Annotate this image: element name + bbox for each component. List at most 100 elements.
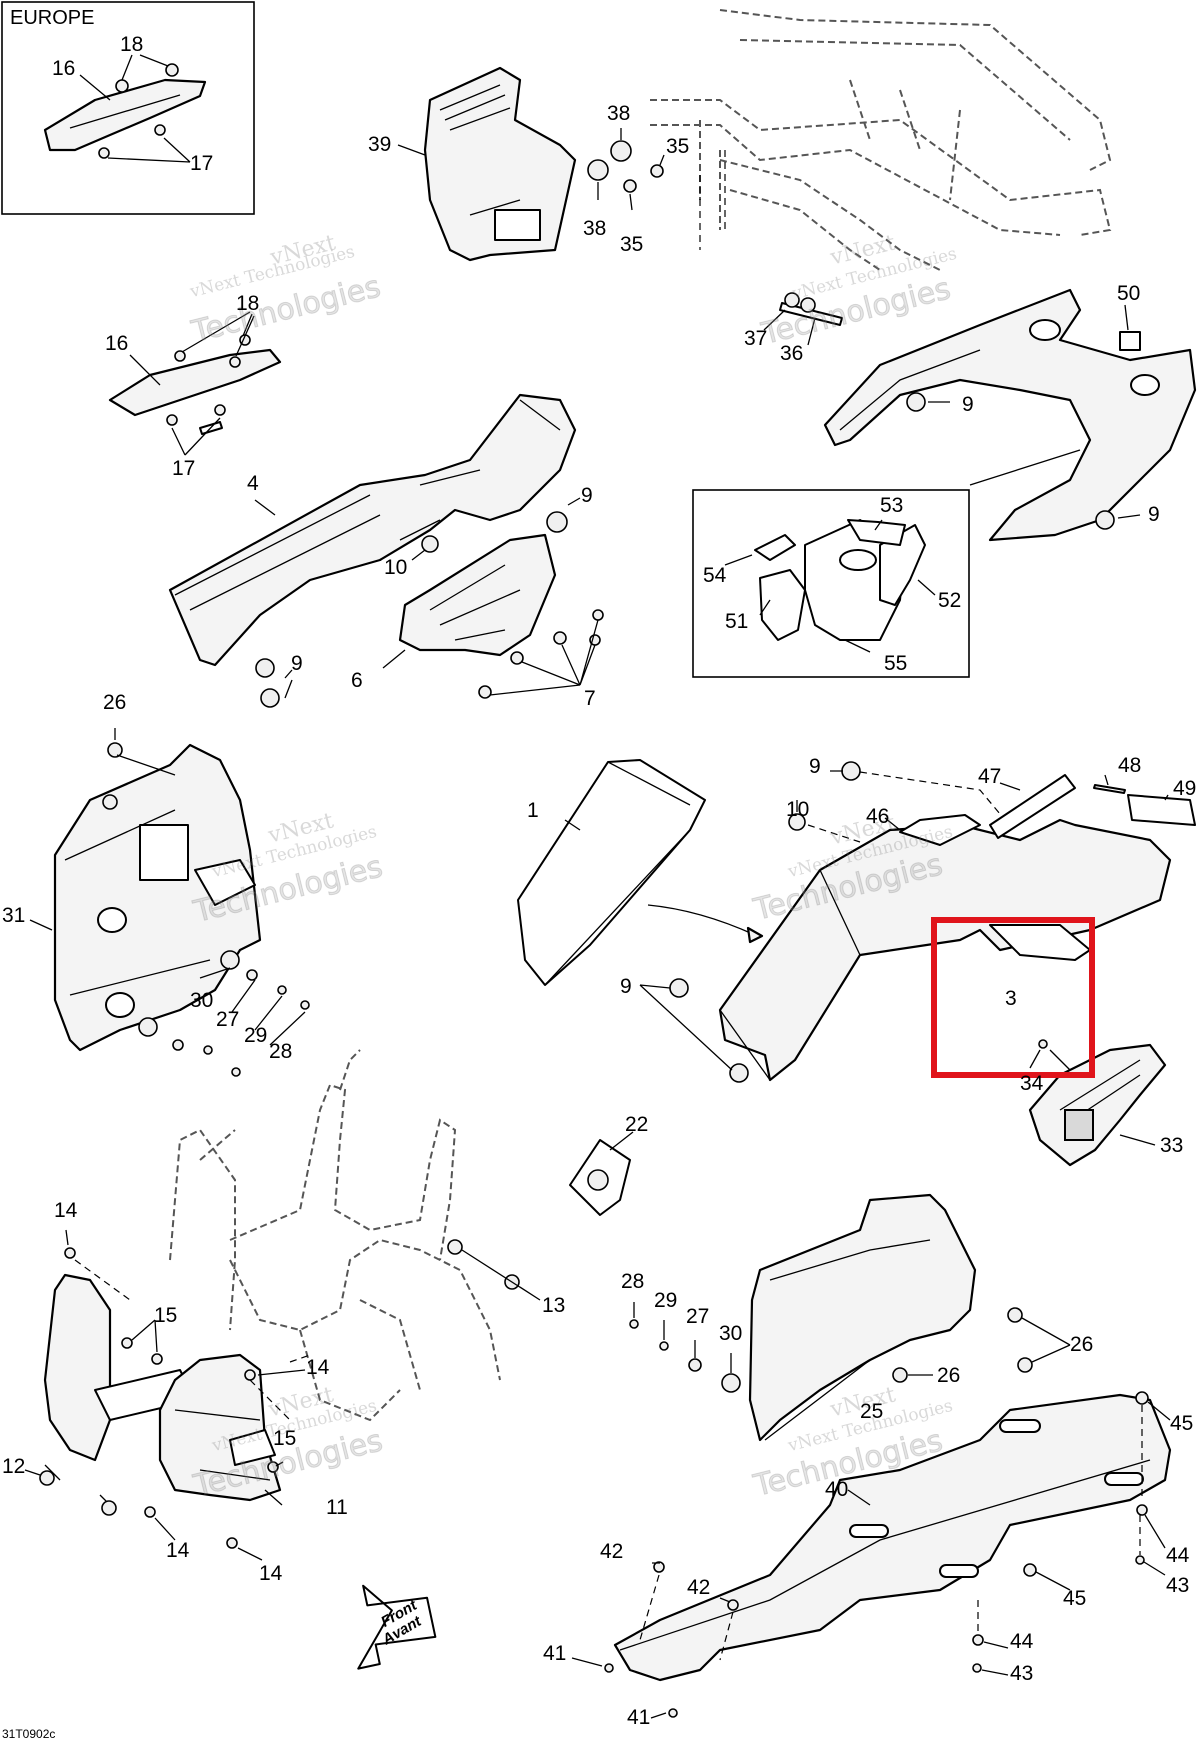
screw-14-c: [144, 1506, 156, 1518]
nut-35-a: [650, 164, 664, 178]
callout-18: 18: [120, 33, 144, 56]
screw-41-a: [604, 1663, 614, 1673]
callout-35: 35: [620, 233, 644, 256]
part-47-strip: [989, 774, 1076, 839]
clip-7-d: [510, 651, 524, 665]
part-49-strip: [1127, 794, 1196, 826]
callout-37: 37: [744, 327, 768, 350]
callout-25: 25: [860, 1400, 884, 1423]
highlight-box: [931, 917, 1095, 1078]
callout-10: 10: [786, 798, 810, 821]
screw-26-b: [102, 794, 118, 810]
screw-41-b: [668, 1708, 678, 1718]
part-48-pin: [1093, 784, 1126, 794]
callout-12: 12: [2, 1455, 26, 1478]
callout-17: 17: [190, 152, 214, 175]
screw-26-a: [107, 742, 123, 758]
spacer-27-c: [688, 1358, 702, 1372]
front-direction-arrow: Front Avant: [357, 1584, 437, 1670]
part-4-side-panel: [168, 393, 577, 667]
washer-44-b: [972, 1634, 984, 1646]
callout-45: 45: [1063, 1587, 1087, 1610]
part-1-liner: [517, 759, 706, 986]
grommet-9-g: [669, 978, 689, 998]
clip-7-e: [478, 685, 492, 699]
callout-7: 7: [584, 687, 596, 710]
callout-29: 29: [244, 1024, 268, 1047]
callout-14: 14: [259, 1562, 283, 1585]
nut-15-c: [267, 1461, 279, 1473]
part-11-front-cover: [158, 1353, 282, 1502]
clip-7-a: [592, 609, 604, 621]
callout-31: 31: [2, 904, 26, 927]
callout-9: 9: [291, 652, 303, 675]
part-50-rear-fender: [823, 288, 1197, 542]
clip-7-c: [553, 631, 567, 645]
detail-inset-frame: [692, 489, 970, 678]
nut-42-b: [727, 1599, 739, 1611]
grommet-9-h: [729, 1063, 749, 1083]
callout-14: 14: [54, 1199, 78, 1222]
callout-33: 33: [1160, 1134, 1184, 1157]
callout-38: 38: [583, 217, 607, 240]
callout-26: 26: [103, 691, 127, 714]
screw-43-b: [972, 1663, 982, 1673]
callout-35: 35: [666, 135, 690, 158]
clip-45-b: [1023, 1563, 1037, 1577]
callout-38: 38: [607, 102, 631, 125]
screw-43-a: [1135, 1555, 1145, 1565]
grommet-9-c: [260, 688, 280, 708]
region-label-europe: EUROPE: [10, 7, 95, 29]
callout-22: 22: [625, 1113, 649, 1136]
washer-29-b: [203, 1045, 213, 1055]
callout-49: 49: [1173, 777, 1197, 800]
screw-17-europe: [98, 147, 110, 159]
callout-41: 41: [627, 1706, 651, 1729]
callout-29: 29: [654, 1289, 678, 1312]
nut-18-europe-b: [115, 79, 129, 93]
callout-42: 42: [600, 1540, 624, 1563]
callout-28: 28: [621, 1270, 645, 1293]
washer-37-b: [800, 297, 816, 313]
clip-45-a: [1135, 1391, 1149, 1405]
spacer-27-a: [246, 969, 258, 981]
grommet-9-b: [255, 658, 275, 678]
part-12-front-cover: [43, 1273, 196, 1462]
screw-13-a: [447, 1239, 463, 1255]
callout-26: 26: [1070, 1333, 1094, 1356]
callout-43: 43: [1010, 1662, 1034, 1685]
washer-44-a: [1136, 1504, 1148, 1516]
callout-48: 48: [1118, 754, 1142, 777]
grommet-9-e: [1095, 510, 1115, 530]
part-16-europe: [43, 78, 207, 152]
washer-29-a: [277, 985, 287, 995]
parts-51-55-detail: [754, 519, 926, 641]
washer-29-c: [659, 1341, 669, 1351]
callout-17: 17: [172, 457, 196, 480]
grommet-10-b: [788, 813, 806, 831]
bolt-36: [779, 302, 843, 326]
grommet-9-a: [546, 511, 568, 533]
screw-28-a: [300, 1000, 310, 1010]
callout-1: 1: [527, 799, 539, 822]
callout-18: 18: [236, 292, 260, 315]
callout-44: 44: [1166, 1544, 1190, 1567]
part-25-side-panel: [748, 1193, 977, 1442]
grommet-9-d: [906, 392, 926, 412]
callout-28: 28: [269, 1040, 293, 1063]
callout-15: 15: [154, 1304, 178, 1327]
washer-37-a: [784, 292, 800, 308]
grommet-30-c: [721, 1373, 741, 1393]
screw-14-a: [64, 1247, 76, 1259]
callout-30: 30: [719, 1322, 743, 1345]
callout-6: 6: [351, 669, 363, 692]
callout-14: 14: [166, 1539, 190, 1562]
callout-26: 26: [937, 1364, 961, 1387]
callout-9: 9: [809, 755, 821, 778]
part-6-foot-panel: [398, 533, 557, 657]
callout-54: 54: [703, 564, 727, 587]
screw-28-c: [629, 1319, 639, 1329]
callout-14: 14: [306, 1356, 330, 1379]
